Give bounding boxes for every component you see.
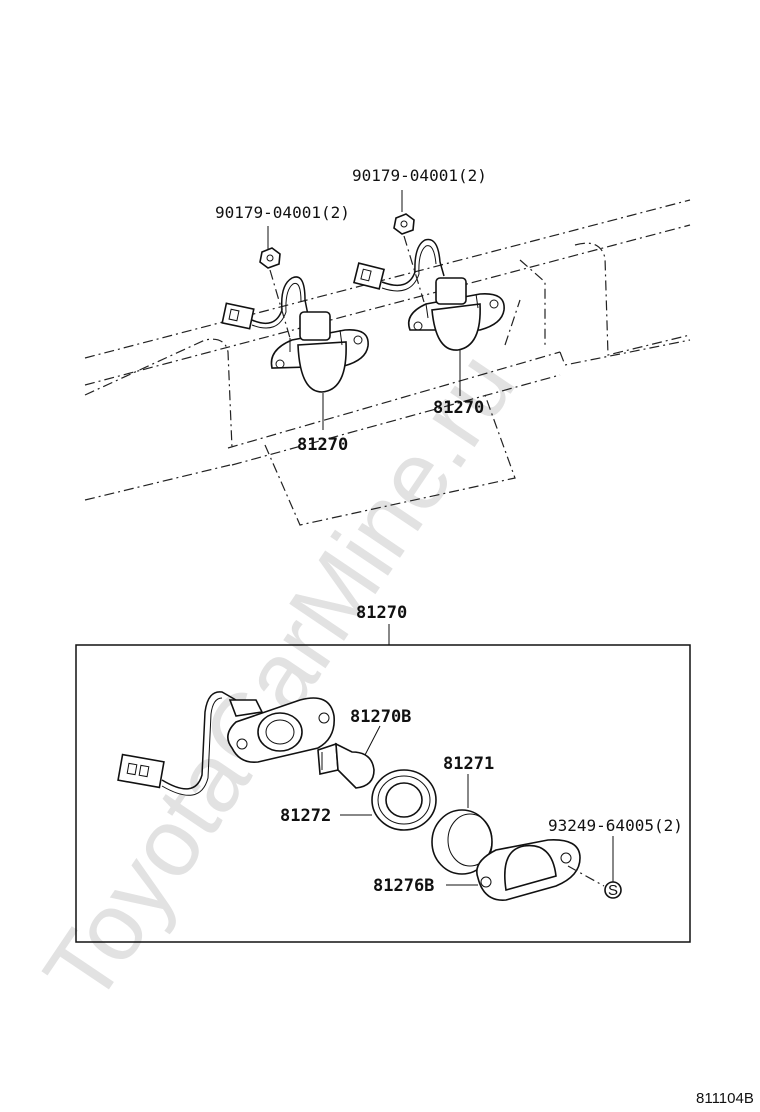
wire-connector-lower [117, 691, 237, 796]
callout-housing: 81276B [373, 876, 434, 896]
callout-nut-left: 90179-04001(2) [215, 203, 350, 222]
wire-connector-left [221, 276, 309, 330]
callout-bulb: 81270B [350, 707, 411, 727]
nut-right-icon [393, 213, 415, 235]
vehicle-body-outline [84, 199, 691, 526]
nut-left-icon [259, 247, 281, 269]
assembly-frame [75, 644, 691, 943]
callout-assembly: 81270 [356, 603, 407, 623]
callout-lamp-right: 81270 [433, 398, 484, 418]
callout-nut-right: 90179-04001(2) [352, 166, 487, 185]
socket-assembly[interactable] [117, 691, 335, 796]
gasket-icon[interactable] [371, 769, 437, 831]
lens-icon[interactable] [431, 809, 493, 875]
wire-connector-right [352, 238, 445, 292]
callout-screw: 93249-64005(2) [548, 816, 683, 835]
watermark-text: ToyotaCarMine.ru [24, 334, 536, 1022]
callout-gasket: 81272 [280, 806, 331, 826]
callout-lamp-left: 81270 [297, 435, 348, 455]
license-lamp-left[interactable] [221, 247, 369, 393]
screw-icon[interactable]: S [604, 881, 622, 899]
housing-cover-icon[interactable] [476, 839, 581, 901]
bulb-icon[interactable] [317, 742, 375, 789]
callout-lens: 81271 [443, 754, 494, 774]
screw-symbol: S [608, 882, 618, 899]
license-lamp-right[interactable] [352, 213, 505, 351]
figure-code: 811104B [696, 1090, 754, 1107]
